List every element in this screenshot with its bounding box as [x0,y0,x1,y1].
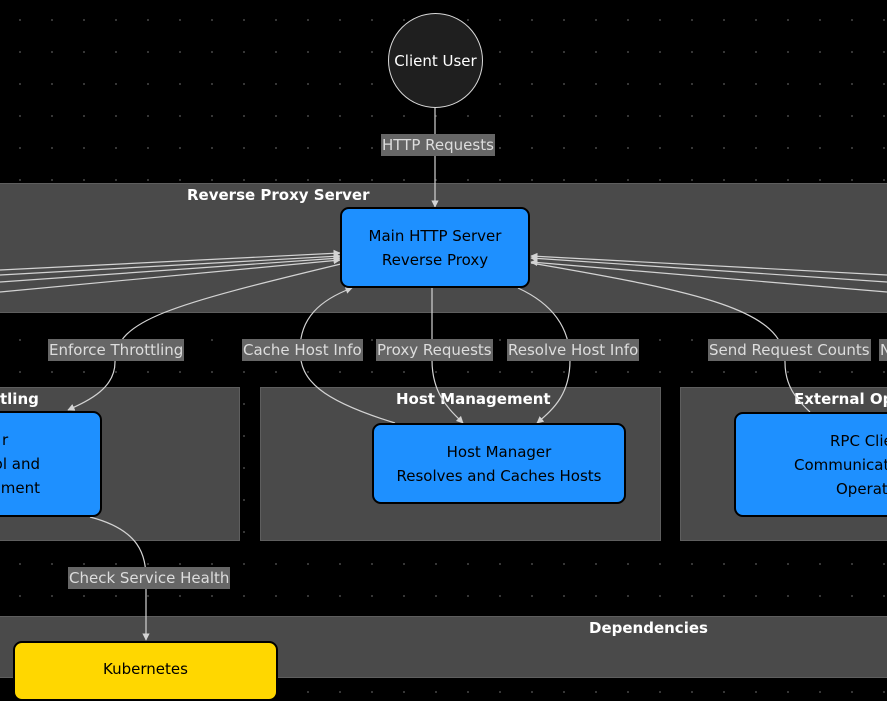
rpc-client-line2: Communicate [794,455,887,474]
resolve-host-info-label: Resolve Host Info [507,339,640,361]
edge-right-1 [530,252,887,276]
host-management-cluster-label: Host Management [396,390,551,408]
kubernetes-node[interactable]: Kubernetes [13,641,278,701]
host-manager-node[interactable]: Host Manager Resolves and Caches Hosts [372,423,626,504]
rpc-client-node[interactable]: RPC Clie Communicate Operat [734,412,887,517]
send-request-counts-label: Send Request Counts [708,339,871,361]
edge-left-3 [0,254,341,283]
throttle-control-line1: r [2,431,9,449]
edge-send-request-counts [530,262,811,413]
main-http-server-title: Main HTTP Server [368,226,502,245]
reverse-proxy-cluster-label: Reverse Proxy Server [187,186,370,204]
client-user-label: Client User [394,51,477,70]
throttling-cluster-label: tling [0,390,39,408]
rpc-client-line3: Operat [836,479,887,498]
dependencies-cluster-label: Dependencies [589,619,708,637]
host-manager-subtitle: Resolves and Caches Hosts [396,466,602,485]
client-user-node[interactable]: Client User [388,13,483,108]
throttle-control-line3: ement [0,479,40,497]
throttle-control-node[interactable]: r trol and ement [0,411,102,517]
edge-left-4 [0,257,341,293]
edge-right-3 [530,258,887,293]
rpc-client-line1: RPC Clie [830,431,887,450]
cache-host-info-label: Cache Host Info [242,339,363,361]
kubernetes-title: Kubernetes [103,660,188,678]
edge-right-2 [530,254,887,283]
edge-left-2 [0,252,341,276]
partial-edge-label-right: N [879,339,887,361]
main-http-server-subtitle: Reverse Proxy [381,250,489,269]
proxy-requests-label: Proxy Requests [376,339,493,361]
check-service-health-label: Check Service Health [68,567,231,589]
main-http-server-node[interactable]: Main HTTP Server Reverse Proxy [340,207,530,288]
host-manager-title: Host Manager [446,442,552,461]
external-ops-cluster-label: External Ope [794,390,887,408]
enforce-throttling-label: Enforce Throttling [48,339,185,361]
throttle-control-line2: trol and [0,455,40,473]
http-requests-label: HTTP Requests [381,134,495,156]
edge-enforce-throttling [67,262,346,411]
edge-left-1 [0,249,341,271]
